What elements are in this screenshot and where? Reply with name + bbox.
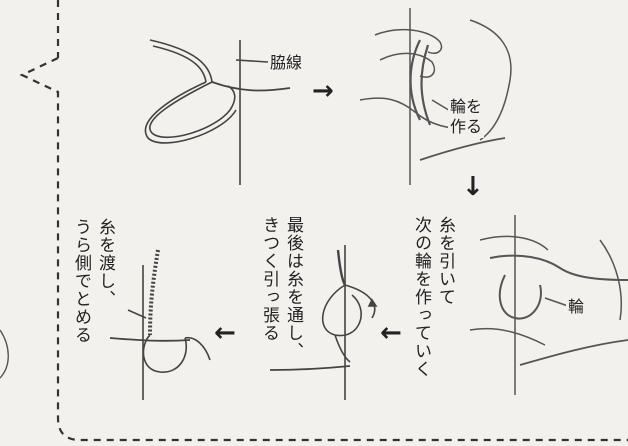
step1-illustration [144, 39, 291, 185]
arrow-right-icon: → [312, 76, 334, 106]
dashed-frame [19, 0, 628, 442]
caption-step4-line1: 最後は糸を通し、 [283, 216, 303, 360]
caption-step3-line2: 次の輪を作っていく [411, 216, 431, 378]
label-wa: 輪 [566, 297, 587, 316]
partial-illustration-left [0, 329, 9, 379]
arrow-left-icon-1: ← [380, 318, 402, 348]
label-wa-o: 輪を [450, 97, 483, 116]
label-make-loop: 輪を 作る [448, 96, 485, 138]
arrow-down-icon: ↓ [462, 172, 484, 202]
arrow-left-icon-2: ← [214, 318, 236, 348]
step3-illustration [469, 215, 628, 395]
step5-illustration [109, 249, 211, 400]
caption-step5-line1: 糸を渡し、 [95, 218, 115, 308]
caption-step3-line1: 糸を引いて [435, 216, 455, 306]
caption-step5-line2: うら側でとめる [71, 218, 91, 344]
step4-illustration [269, 245, 378, 400]
caption-step4-line2: きつく引っ張る [259, 216, 279, 342]
step2-illustration [359, 8, 512, 185]
label-waki-sen: 脇線 [268, 53, 305, 72]
label-tsukuru: 作る [450, 117, 483, 136]
